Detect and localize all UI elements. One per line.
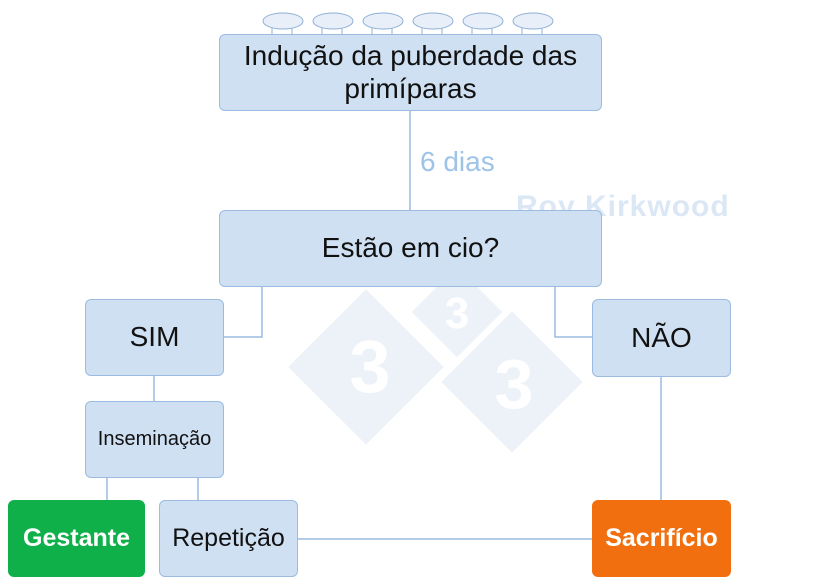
pigs-illustration xyxy=(262,12,554,34)
logo-digit-3: 3 xyxy=(495,345,534,423)
node-yes: SIM xyxy=(85,299,224,376)
node-question: Estão em cio? xyxy=(219,210,602,287)
node-induction-label: Indução da puberdade das primíparas xyxy=(243,40,578,104)
node-pregnant-label: Gestante xyxy=(23,524,130,553)
node-repeat-label: Repetição xyxy=(172,524,285,553)
node-cull: Sacrifício xyxy=(592,500,731,577)
logo-digit-1: 3 xyxy=(349,325,390,408)
pig-icon xyxy=(512,12,554,34)
node-pregnant: Gestante xyxy=(8,500,145,577)
edge-label-days: 6 dias xyxy=(420,146,495,177)
node-yes-label: SIM xyxy=(129,321,180,353)
node-repeat: Repetição xyxy=(159,500,298,577)
pig-icon xyxy=(362,12,404,34)
logo-diamond-left xyxy=(288,289,444,445)
node-insemination-label: Inseminação xyxy=(97,428,212,450)
node-no: NÃO xyxy=(592,299,731,377)
pig-icon xyxy=(262,12,304,34)
node-question-label: Estão em cio? xyxy=(321,232,500,264)
connector-question-no xyxy=(554,287,592,338)
node-insemination: Inseminação xyxy=(85,401,224,478)
node-induction: Indução da puberdade das primíparas xyxy=(219,34,602,111)
connector-question-yes xyxy=(224,287,263,338)
logo-diamond-top xyxy=(411,266,503,358)
pig-icon xyxy=(462,12,504,34)
logo-digit-2: 3 xyxy=(445,289,469,338)
pig-icon xyxy=(312,12,354,34)
node-no-label: NÃO xyxy=(631,321,692,353)
pig-icon xyxy=(412,12,454,34)
logo-diamond-right xyxy=(441,311,583,453)
node-cull-label: Sacrifício xyxy=(605,524,718,553)
